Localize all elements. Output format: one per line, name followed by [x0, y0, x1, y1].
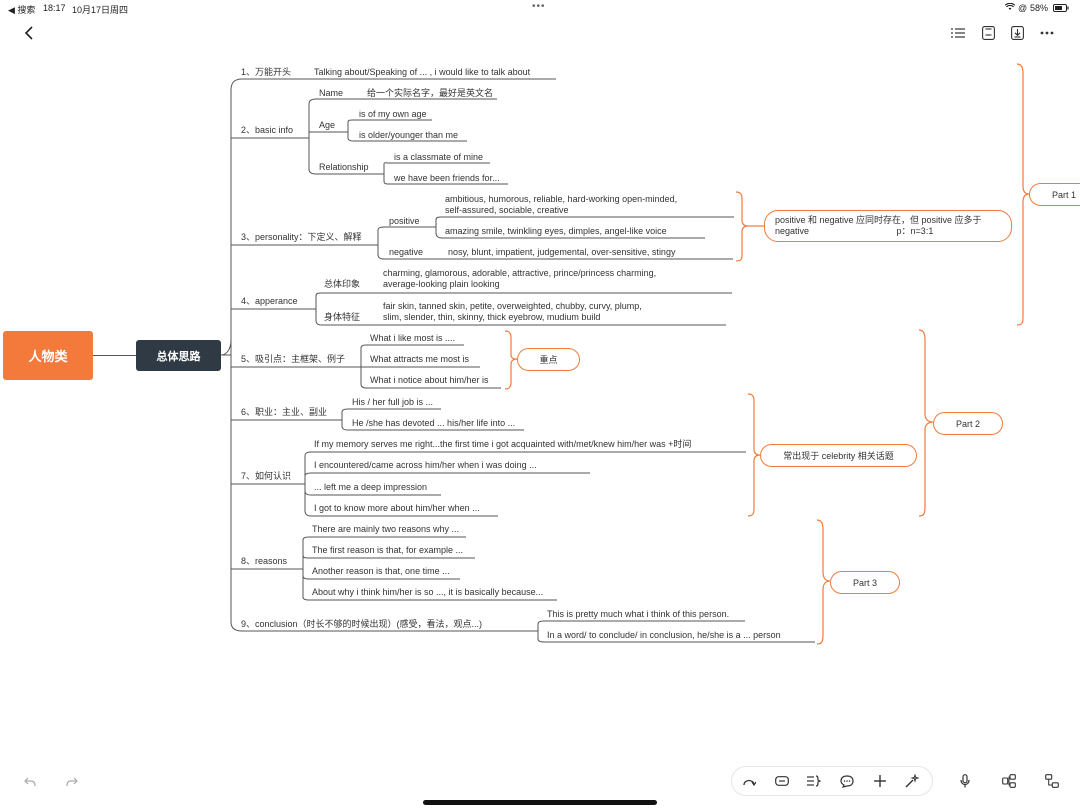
comment-icon[interactable] [839, 773, 855, 789]
outline-list-icon[interactable] [950, 25, 966, 41]
reasons-item-3[interactable]: Another reason is that, one time ... [312, 566, 450, 576]
part-2-summary[interactable]: Part 2 [933, 412, 1003, 435]
microphone-icon[interactable] [957, 773, 973, 789]
undo-icon[interactable] [22, 774, 38, 790]
attraction-item-1[interactable]: What i like most is .... [370, 333, 456, 343]
conclusion-item-1[interactable]: This is pretty much what i think of this… [547, 609, 730, 619]
save-icon[interactable] [980, 25, 996, 41]
conclusion-item-2[interactable]: In a word/ to conclude/ in conclusion, h… [547, 630, 781, 640]
branch-5-label[interactable]: 5、吸引点：主框架、例子 [241, 354, 346, 364]
key-point-note[interactable]: 重点 [517, 348, 580, 371]
meet-item-3[interactable]: ... left me a deep impression [314, 482, 428, 492]
branch-9-label[interactable]: 9、conclusion（时长不够的时候出现）(感受，看法，观点...) [241, 619, 483, 629]
branch-3-label[interactable]: 3、personality：下定义、解释 [241, 232, 362, 242]
structure-icon[interactable] [1044, 773, 1060, 789]
main-topic[interactable]: 总体思路 [136, 340, 221, 371]
appearance-body-a[interactable]: fair skin, tanned skin, petite, overweig… [383, 301, 642, 311]
wifi-icon [1004, 2, 1016, 13]
negative-traits[interactable]: nosy, blunt, impatient, judgemental, ove… [448, 247, 676, 257]
branch-6-label[interactable]: 6、职业：主业、副业 [241, 407, 328, 417]
personality-note-line-1: positive 和 negative 应同时存在，但 positive 应多于 [775, 215, 982, 225]
magic-icon[interactable] [904, 773, 920, 789]
battery-percent: 58% [1030, 3, 1049, 13]
layout-icon[interactable] [1001, 773, 1017, 789]
celebrity-note[interactable]: 常出现于 celebrity 相关话题 [760, 444, 917, 467]
status-bar: ◀ 搜索 18:17 10月17日周四 ••• @ 58% [0, 0, 1080, 16]
attraction-item-2[interactable]: What attracts me most is [370, 354, 470, 364]
basic-info-relationship[interactable]: Relationship [319, 162, 369, 172]
basic-info-name-detail[interactable]: 给一个实际名字，最好是英文名 [367, 88, 494, 98]
multitask-dots-icon[interactable]: ••• [532, 1, 546, 12]
back-icon[interactable] [20, 24, 38, 42]
branch-2-label[interactable]: 2、basic info [241, 125, 294, 135]
meet-item-2[interactable]: I encountered/came across him/her when i… [314, 460, 537, 470]
branch-1-detail[interactable]: Talking about/Speaking of ... , i would … [314, 67, 531, 77]
summary-icon[interactable] [806, 773, 822, 789]
connect-icon[interactable] [741, 773, 757, 789]
back-to-search[interactable]: ◀ 搜索 [8, 5, 36, 15]
branch-7-label[interactable]: 7、如何认识 [241, 471, 292, 481]
topic-box-icon[interactable] [774, 773, 790, 789]
top-toolbar [0, 16, 1080, 50]
reasons-item-2[interactable]: The first reason is that, for example ..… [312, 545, 464, 555]
positive-traits-1b[interactable]: self-assured, sociable, creative [445, 205, 569, 215]
part-1-summary[interactable]: Part 1 [1029, 183, 1080, 206]
status-time: 18:17 [43, 3, 66, 13]
personality-note[interactable]: positive 和 negative 应同时存在，但 positive 应多于… [764, 210, 1012, 242]
part-3-summary[interactable]: Part 3 [830, 571, 900, 594]
bottom-toolbar [0, 760, 1080, 810]
export-icon[interactable] [1009, 25, 1025, 41]
positive-traits-1a[interactable]: ambitious, humorous, reliable, hard-work… [445, 194, 678, 204]
reasons-item-1[interactable]: There are mainly two reasons why ... [312, 524, 460, 534]
orientation-lock-icon: @ [1018, 3, 1028, 13]
basic-info-age-1[interactable]: is of my own age [359, 109, 427, 119]
career-item-2[interactable]: He /she has devoted ... his/her life int… [352, 418, 516, 428]
insert-tool-group [731, 766, 933, 796]
appearance-overall[interactable]: 总体印象 [324, 279, 361, 289]
branch-1-label[interactable]: 1、万能开头 [241, 67, 292, 77]
attraction-item-3[interactable]: What i notice about him/her is [370, 375, 489, 385]
meet-item-4[interactable]: I got to know more about him/her when ..… [314, 503, 480, 513]
reasons-item-4[interactable]: About why i think him/her is so ..., it … [312, 587, 544, 597]
branch-4-label[interactable]: 4、apperance [241, 296, 298, 306]
more-icon[interactable] [1038, 25, 1056, 41]
battery-icon [1053, 4, 1069, 14]
basic-info-rel-1[interactable]: is a classmate of mine [394, 152, 484, 162]
status-date: 10月17日周四 [72, 5, 129, 15]
redo-icon[interactable] [64, 774, 80, 790]
meet-item-1[interactable]: If my memory serves me right...the first… [314, 439, 692, 449]
appearance-overall-b[interactable]: average-looking plain looking [383, 279, 500, 289]
basic-info-age[interactable]: Age [319, 120, 336, 130]
basic-info-age-2[interactable]: is older/younger than me [359, 130, 459, 140]
personality-negative[interactable]: negative [389, 247, 424, 257]
appearance-body-b[interactable]: slim, slender, thin, skinny, thick eyebr… [383, 312, 601, 322]
personality-note-line-2: negative p：n=3:1 [775, 226, 934, 236]
basic-info-name[interactable]: Name [319, 88, 344, 98]
positive-traits-2[interactable]: amazing smile, twinkling eyes, dimples, … [445, 226, 667, 236]
home-indicator[interactable] [423, 800, 657, 805]
basic-info-rel-2[interactable]: we have been friends for... [394, 173, 500, 183]
appearance-overall-a[interactable]: charming, glamorous, adorable, attractiv… [383, 268, 657, 278]
personality-positive[interactable]: positive [389, 216, 420, 226]
branch-8-label[interactable]: 8、reasons [241, 556, 288, 566]
add-icon[interactable] [872, 773, 888, 789]
career-item-1[interactable]: His / her full job is ... [352, 397, 434, 407]
root-topic[interactable]: 人物类 [3, 331, 93, 380]
appearance-body[interactable]: 身体特征 [324, 312, 361, 322]
